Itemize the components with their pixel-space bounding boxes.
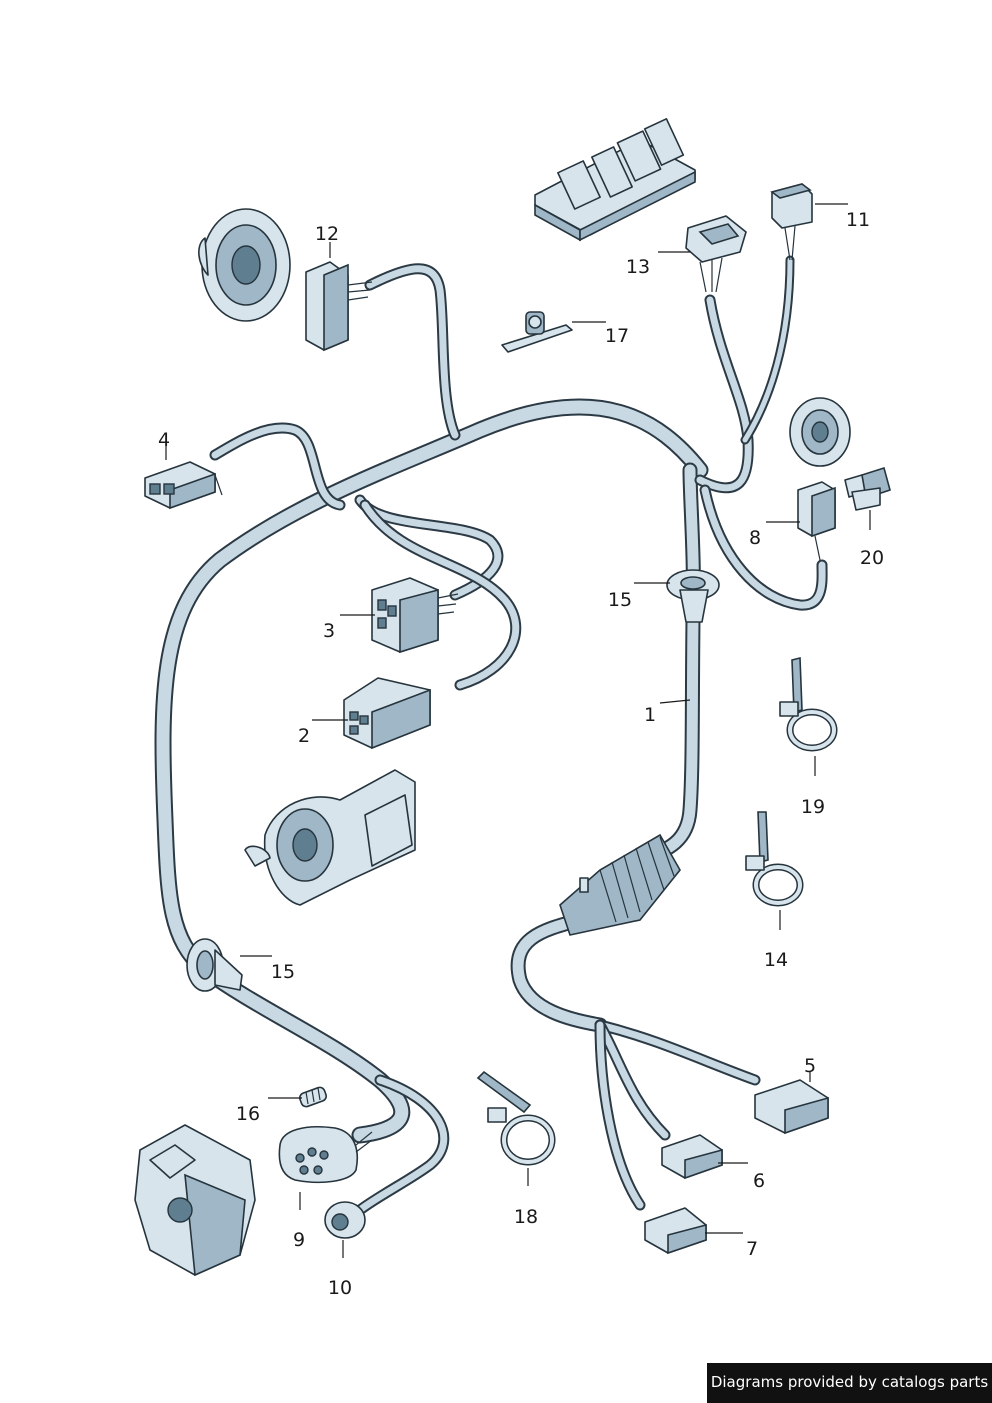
svg-text:16: 16 — [236, 1103, 260, 1125]
screw-clip-20 — [844, 466, 891, 511]
callout-13: 13 — [626, 251, 690, 278]
callout-1: 1 — [644, 699, 691, 726]
grommet-upper-15 — [666, 569, 720, 623]
connector-12 — [305, 261, 373, 352]
svg-text:9: 9 — [293, 1229, 305, 1251]
svg-text:14: 14 — [764, 949, 788, 971]
callout-14: 14 — [764, 910, 788, 971]
svg-text:4: 4 — [158, 429, 170, 451]
svg-text:10: 10 — [328, 1277, 352, 1299]
svg-text:6: 6 — [753, 1170, 765, 1192]
callouts: 1 2 3 4 5 6 7 8 — [158, 203, 884, 1299]
svg-text:3: 3 — [323, 620, 335, 642]
window-motor — [244, 769, 416, 906]
callout-2: 2 — [298, 719, 348, 747]
connector-3 — [371, 577, 459, 654]
callout-6: 6 — [718, 1162, 765, 1192]
svg-text:13: 13 — [626, 256, 650, 278]
door-lock — [134, 1124, 256, 1277]
callout-15-upper: 15 — [608, 582, 670, 611]
callout-17: 17 — [572, 321, 629, 347]
callout-3: 3 — [323, 614, 375, 642]
callout-19: 19 — [801, 756, 825, 818]
hose-clamp-14 — [745, 811, 804, 907]
connector-5 — [754, 1079, 829, 1135]
connector-13 — [685, 215, 747, 293]
svg-text:15: 15 — [271, 961, 295, 983]
callout-16: 16 — [236, 1097, 302, 1125]
callout-8: 8 — [749, 521, 800, 549]
attribution-badge: Diagrams provided by catalogs parts — [707, 1363, 992, 1403]
callout-18: 18 — [514, 1168, 538, 1228]
relay-11 — [770, 183, 813, 261]
callout-20: 20 — [860, 510, 884, 569]
connector-10 — [324, 1201, 366, 1239]
callout-9: 9 — [293, 1192, 305, 1251]
speaker-small-icon — [789, 397, 851, 467]
callout-5: 5 — [804, 1055, 816, 1082]
connector-8 — [797, 481, 836, 561]
corrugated-boot — [559, 833, 681, 936]
svg-text:1: 1 — [644, 704, 656, 726]
hose-clamp-19 — [779, 656, 838, 752]
svg-text:20: 20 — [860, 547, 884, 569]
svg-text:5: 5 — [804, 1055, 816, 1077]
svg-text:8: 8 — [749, 527, 761, 549]
window-switch-unit — [534, 118, 696, 242]
connector-2 — [343, 677, 431, 750]
callout-15-lower: 15 — [240, 955, 295, 983]
callout-7: 7 — [705, 1232, 758, 1260]
callout-11: 11 — [815, 203, 870, 231]
grommet-lower-15 — [186, 938, 243, 992]
callout-12: 12 — [315, 223, 339, 258]
callout-10: 10 — [328, 1240, 352, 1299]
connector-4 — [144, 461, 223, 510]
svg-text:15: 15 — [608, 589, 632, 611]
bracket-17 — [501, 311, 573, 353]
svg-text:12: 12 — [315, 223, 339, 245]
wiring-harness — [154, 255, 828, 1216]
attribution-text: Diagrams provided by catalogs parts — [710, 1373, 989, 1391]
hose-clamp-18 — [476, 1070, 556, 1166]
svg-text:17: 17 — [605, 325, 629, 347]
callout-4: 4 — [158, 429, 170, 460]
svg-text:2: 2 — [298, 725, 310, 747]
speaker-large-icon — [198, 208, 291, 322]
svg-text:19: 19 — [801, 796, 825, 818]
sleeve-16 — [298, 1086, 328, 1108]
connector-6 — [661, 1134, 723, 1180]
svg-text:11: 11 — [846, 209, 870, 231]
svg-text:7: 7 — [746, 1238, 758, 1260]
svg-text:18: 18 — [514, 1206, 538, 1228]
connector-7 — [644, 1207, 707, 1255]
connector-9 — [278, 1126, 373, 1184]
